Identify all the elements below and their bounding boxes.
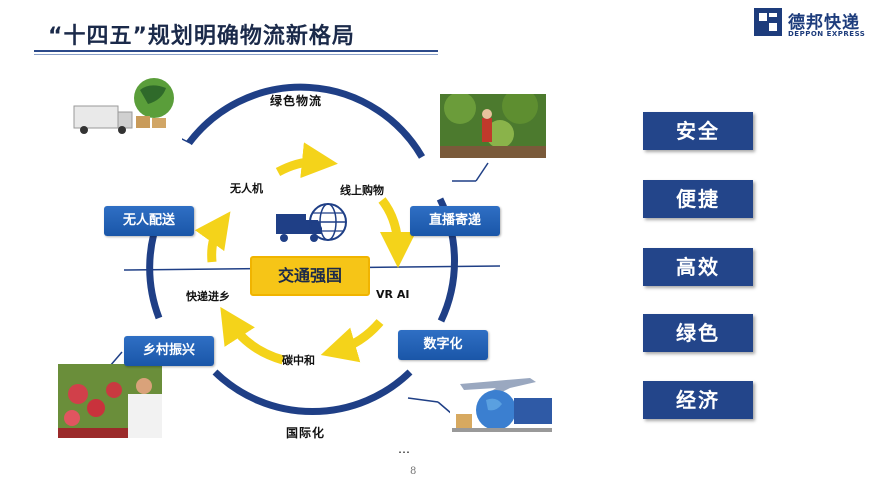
tag-safety: 安全	[643, 112, 753, 150]
node-rural-revitalization: 乡村振兴	[124, 336, 214, 366]
tag-efficiency: 高效	[643, 248, 753, 286]
logo-text-en: DEPPON EXPRESS	[788, 30, 866, 38]
arrow-top	[275, 142, 338, 179]
connector-bottom-left	[109, 351, 123, 367]
node-unmanned-delivery: 无人配送	[104, 206, 194, 236]
logo-text-cn: 德邦快递	[788, 13, 860, 33]
title-underline-thin	[34, 54, 438, 55]
center-transport-power: 交通强国	[250, 256, 370, 296]
label-rural-express: 快递进乡	[186, 290, 230, 303]
ellipsis: …	[398, 442, 410, 456]
photo-livestream-farm	[440, 94, 546, 158]
label-vr-ai: VR AI	[376, 288, 410, 301]
ring-label-internationalization: 国际化	[286, 426, 326, 440]
label-carbon-neutral: 碳中和	[282, 354, 315, 367]
tag-economy: 经济	[643, 381, 753, 419]
page-number: 8	[410, 466, 417, 477]
node-livestream-delivery: 直播寄递	[410, 206, 500, 236]
arrow-right	[378, 197, 416, 268]
arrow-bottom-right	[320, 319, 384, 363]
connector-bottom-right	[407, 397, 439, 403]
arrow-bottom-left	[220, 306, 285, 365]
connector-top-right	[475, 162, 489, 182]
logo-mark-icon	[754, 8, 782, 36]
title-underline	[34, 50, 438, 52]
ring-label-green-logistics: 绿色物流	[270, 94, 323, 108]
page-title: “十四五”规划明确物流新格局	[48, 24, 355, 49]
inner-arrows	[194, 142, 416, 365]
label-online-shopping: 线上购物	[340, 184, 384, 197]
photo-apple-harvest	[58, 364, 162, 438]
photo-truck-globe	[70, 74, 182, 140]
arrow-left	[194, 211, 231, 263]
tag-convenience: 便捷	[643, 180, 753, 218]
truck-globe-icon	[276, 203, 347, 242]
node-digitalization: 数字化	[398, 330, 488, 360]
tag-green: 绿色	[643, 314, 753, 352]
deppon-logo: 德邦快递 DEPPON EXPRESS	[754, 8, 866, 44]
label-drone: 无人机	[230, 182, 263, 195]
photo-plane-globe	[450, 364, 554, 438]
